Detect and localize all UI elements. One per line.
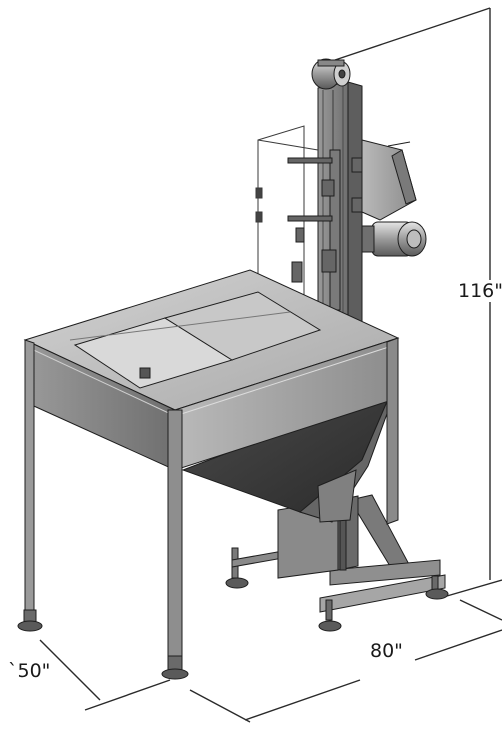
- depth-dimension-label: `50": [6, 660, 53, 682]
- table-legs: [17, 337, 399, 680]
- height-dimension-label: 116": [456, 280, 502, 302]
- depth-dimension-line: [39, 639, 101, 701]
- width-extension-right: [459, 599, 502, 621]
- table-panels: [24, 337, 399, 471]
- hopper-funnel: [181, 389, 393, 523]
- column-brackets: [287, 157, 363, 283]
- gearbox-housing: [361, 139, 417, 221]
- width-dimension-line-left: [244, 679, 361, 721]
- table-top: [23, 269, 400, 411]
- depth-extension-front: [84, 679, 171, 711]
- drive-motor: [361, 221, 427, 257]
- height-extension-bottom: [439, 579, 502, 599]
- width-dimension-label: 80": [368, 640, 405, 662]
- dimension-lines: [39, 7, 502, 723]
- width-dimension-line-right: [414, 629, 502, 661]
- rear-stand: [225, 494, 449, 632]
- height-extension-top: [334, 7, 491, 61]
- discharge-chute: [277, 495, 359, 579]
- width-extension-left: [189, 689, 251, 723]
- head-pulley: [311, 58, 351, 90]
